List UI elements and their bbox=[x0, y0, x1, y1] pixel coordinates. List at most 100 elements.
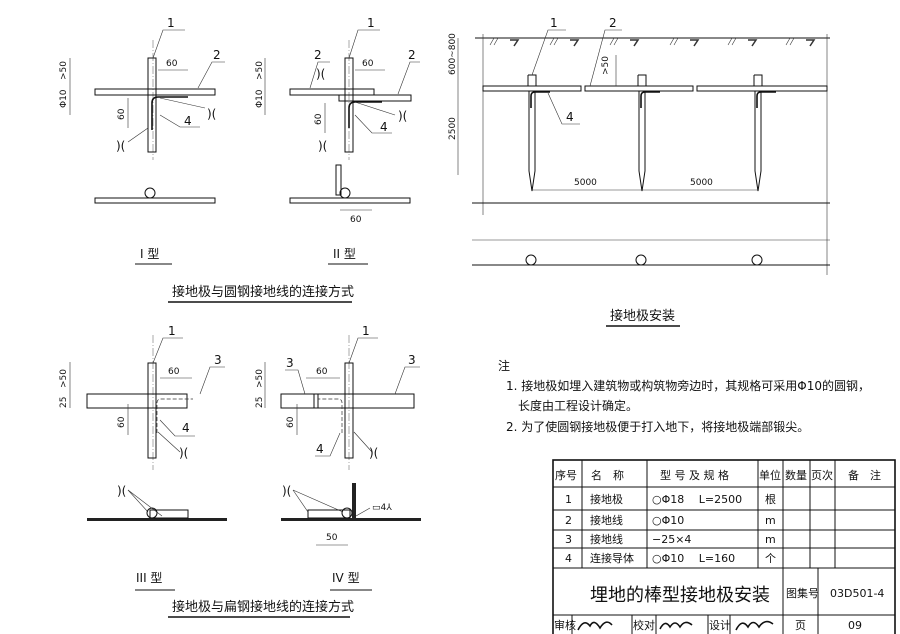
dim-60-vertical: 60 bbox=[286, 416, 296, 428]
title-block-table: 序号 名 称 型 号 及 规 格 单位 数量 页次 备 注 1 接地极 ○Φ18… bbox=[552, 459, 896, 634]
header-name: 名 称 bbox=[591, 468, 624, 482]
callout-1: 1 bbox=[550, 16, 558, 30]
figure-type-4: 1 3 3 4 60 >50 25 60 )( )( ▭4⅄ 50 IV 型 bbox=[255, 324, 421, 591]
callout-3: 3 bbox=[214, 353, 222, 367]
note-1: 1. 接地极如埋入建筑物或构筑物旁边时，其规格可采用Φ10的圆钢， bbox=[506, 378, 870, 393]
callout-1: 1 bbox=[362, 324, 370, 338]
dim-2500: 2500 bbox=[448, 117, 458, 140]
dim-60: 60 bbox=[362, 59, 374, 69]
callout-2: 2 bbox=[314, 48, 322, 62]
dim-60: 60 bbox=[166, 59, 178, 69]
connecting-conductor bbox=[151, 96, 188, 130]
dim-60-vertical: 60 bbox=[117, 416, 127, 428]
cell-name: 连接导体 bbox=[590, 551, 634, 565]
type-2-label: II 型 bbox=[333, 247, 356, 261]
callout-4: 4 bbox=[566, 110, 574, 124]
weld-symbol: )( bbox=[398, 109, 407, 123]
installation-caption: 接地极安装 bbox=[610, 308, 675, 324]
dim-60-bottom: 60 bbox=[350, 215, 362, 225]
note-1-cont: 长度由工程设计确定。 bbox=[518, 398, 638, 413]
dim-gt50: >50 bbox=[601, 56, 611, 75]
cell-no: 1 bbox=[565, 493, 572, 506]
cell-name: 接地极 bbox=[590, 492, 623, 506]
dim-60-vertical: 60 bbox=[314, 113, 324, 125]
drawing-title: 埋地的棒型接地极安装 bbox=[590, 585, 770, 606]
weld-symbol: )( bbox=[318, 139, 327, 153]
atlas-label: 图集号 bbox=[786, 586, 819, 600]
review-label: 审核 bbox=[554, 618, 576, 632]
dim-gt50: >50 bbox=[59, 369, 69, 388]
page-number: 09 bbox=[848, 619, 862, 632]
dim-60-vertical: 60 bbox=[117, 108, 127, 120]
cell-name: 接地线 bbox=[590, 513, 623, 527]
dim-25: 25 bbox=[59, 397, 69, 408]
callout-2: 2 bbox=[408, 48, 416, 62]
weld-symbol: )( bbox=[369, 446, 378, 460]
table-row: 4 连接导体 ○Φ10 L=160 个 bbox=[565, 551, 776, 565]
callout-1: 1 bbox=[168, 324, 176, 338]
dim-60: 60 bbox=[316, 367, 328, 377]
round-steel-conductor bbox=[94, 88, 216, 96]
ground-rods bbox=[527, 74, 776, 192]
cell-spec: ○Φ18 L=2500 bbox=[652, 493, 742, 506]
checker-signature bbox=[659, 621, 693, 630]
callout-4: 4 bbox=[184, 114, 192, 128]
cell-name: 接地线 bbox=[590, 532, 623, 546]
header-no: 序号 bbox=[555, 468, 577, 482]
dim-depth: 600~800 bbox=[448, 33, 458, 75]
dim-gt50: >50 bbox=[255, 61, 265, 80]
cell-no: 2 bbox=[565, 514, 572, 527]
callout-2: 2 bbox=[609, 16, 617, 30]
weld-size-label: ▭4⅄ bbox=[372, 503, 392, 513]
table-row: 2 接地线 ○Φ10 m bbox=[565, 513, 776, 527]
callout-1: 1 bbox=[167, 16, 175, 30]
header-spec: 型 号 及 规 格 bbox=[660, 468, 729, 482]
callout-4: 4 bbox=[316, 442, 324, 456]
table-row: 3 接地线 −25×4 m bbox=[565, 532, 776, 546]
dim-5000: 5000 bbox=[574, 178, 597, 188]
page-label: 页 bbox=[795, 619, 806, 632]
weld-symbol: )( bbox=[116, 139, 125, 153]
weld-symbol: )( bbox=[316, 67, 325, 81]
figure-type-1: 1 2 4 60 >50 Φ10 60 )( )( I 型 bbox=[59, 16, 225, 265]
dim-50: 50 bbox=[326, 533, 338, 543]
type-3-label: III 型 bbox=[136, 571, 162, 585]
weld-symbol: )( bbox=[117, 484, 126, 498]
soil-hatching bbox=[489, 37, 816, 47]
dim-gt50: >50 bbox=[59, 61, 69, 80]
cell-unit: 根 bbox=[765, 492, 776, 506]
dim-25: 25 bbox=[255, 397, 265, 408]
header-page: 页次 bbox=[811, 468, 833, 482]
cell-no: 4 bbox=[565, 552, 572, 565]
round-steel-caption: 接地极与圆钢接地线的连接方式 bbox=[172, 284, 354, 300]
type-4-label: IV 型 bbox=[332, 571, 360, 585]
weld-symbol: )( bbox=[207, 107, 216, 121]
check-label: 校对 bbox=[633, 618, 655, 632]
reviewer-signature bbox=[577, 621, 613, 631]
notes-title: 注 bbox=[498, 358, 510, 373]
atlas-number: 03D501-4 bbox=[830, 587, 884, 600]
callout-1: 1 bbox=[367, 16, 375, 30]
cell-unit: m bbox=[765, 514, 776, 527]
cell-unit: m bbox=[765, 533, 776, 546]
design-label: 设计 bbox=[709, 619, 731, 632]
flat-steel-caption: 接地极与扁钢接地线的连接方式 bbox=[172, 599, 354, 615]
cell-spec: −25×4 bbox=[652, 533, 691, 546]
cell-unit: 个 bbox=[765, 552, 776, 565]
callout-3: 3 bbox=[408, 353, 416, 367]
type-1-label: I 型 bbox=[140, 247, 159, 261]
dim-phi10: Φ10 bbox=[255, 89, 265, 108]
figure-type-2: 1 2 2 4 60 >50 Φ10 60 )( )( )( 60 II 型 bbox=[255, 16, 420, 265]
ground-rod bbox=[147, 57, 157, 153]
weld-symbol: )( bbox=[282, 484, 291, 498]
callout-4: 4 bbox=[182, 421, 190, 435]
callout-3: 3 bbox=[286, 356, 294, 370]
designer-signature bbox=[735, 620, 774, 631]
header-unit: 单位 bbox=[759, 468, 781, 482]
callout-4: 4 bbox=[380, 120, 388, 134]
cell-spec: ○Φ10 bbox=[652, 514, 684, 527]
dim-5000: 5000 bbox=[690, 178, 713, 188]
figure-type-3: 1 3 4 60 >50 25 60 )( )( III 型 bbox=[59, 324, 227, 591]
